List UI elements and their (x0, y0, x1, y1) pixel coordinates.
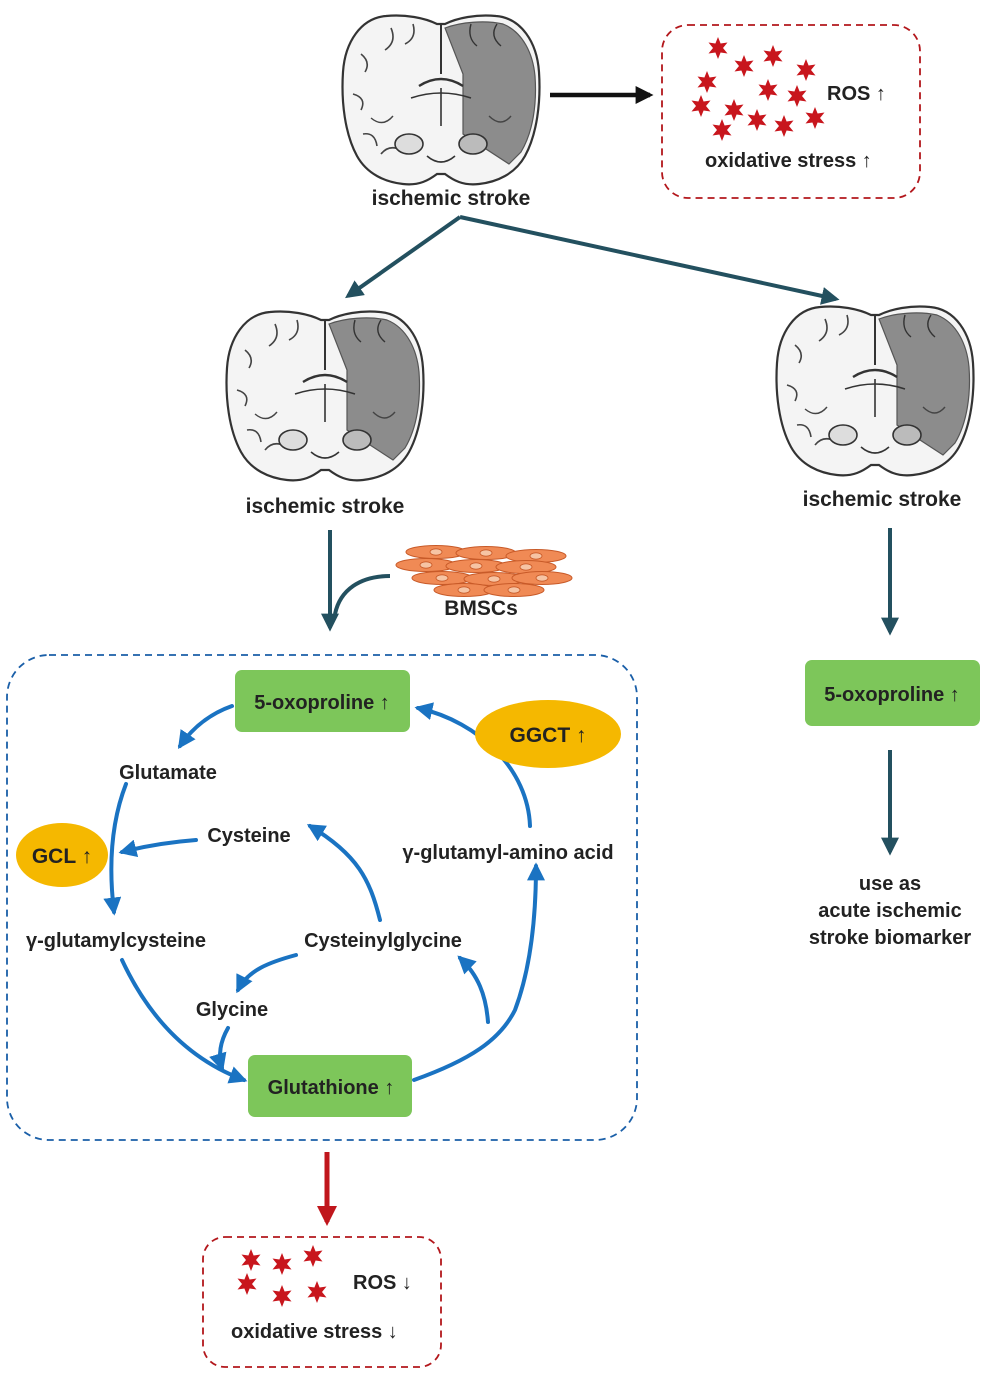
bmscs-label: BMSCs (444, 597, 518, 620)
arrow-top-to-left (345, 215, 462, 299)
gcl-label: GCL ↑ (32, 845, 92, 868)
ros-bottom-label: ROS ↓ (353, 1272, 412, 1294)
glutathione-label: Glutathione ↑ (268, 1077, 395, 1099)
cysteine-label: Cysteine (207, 825, 290, 847)
ros-box-bottom (202, 1236, 442, 1368)
glutamate-label: Glutamate (119, 762, 217, 784)
gamma-glutamyl-amino-acid-label: γ-glutamyl-amino acid (402, 842, 613, 864)
brain-right-icon (775, 305, 975, 477)
brain-left-icon (225, 310, 425, 482)
arrow-top-to-right (459, 215, 840, 305)
brain-top-label: ischemic stroke (372, 187, 531, 210)
brain-right-label: ischemic stroke (803, 488, 962, 511)
oxoproline-box (235, 670, 410, 732)
right-oxoproline-label: 5-oxoproline ↑ (824, 684, 960, 706)
stress-bottom-label: oxidative stress ↓ (231, 1321, 398, 1343)
cysteinylglycine-label: Cysteinylglycine (304, 930, 462, 952)
glycine-label: Glycine (196, 999, 268, 1021)
biomarker-line-1: use as (859, 873, 921, 895)
biomarker-line-3: stroke biomarker (809, 927, 972, 949)
stress-top-label: oxidative stress ↑ (705, 150, 872, 172)
right-oxoproline-box (805, 660, 980, 726)
ros-stars-bottom-icon (237, 1245, 327, 1307)
ros-stars-top-icon (691, 37, 825, 141)
oxoproline-label: 5-oxoproline ↑ (254, 692, 390, 714)
gamma-glutamylcysteine-label: γ-glutamylcysteine (26, 930, 206, 952)
glutathione-box (248, 1055, 412, 1117)
ros-top-label: ROS ↑ (827, 83, 886, 105)
arrow-bmscs-join (333, 574, 391, 615)
ros-box-top (661, 24, 921, 199)
brain-top-icon (341, 14, 541, 186)
biomarker-line-2: acute ischemic (818, 900, 961, 922)
ggct-label: GGCT ↑ (509, 724, 586, 747)
brain-left-label: ischemic stroke (246, 495, 405, 518)
ggct-enzyme (475, 700, 621, 768)
bmscs-cells-icon (395, 545, 573, 597)
gcl-enzyme (16, 823, 108, 887)
